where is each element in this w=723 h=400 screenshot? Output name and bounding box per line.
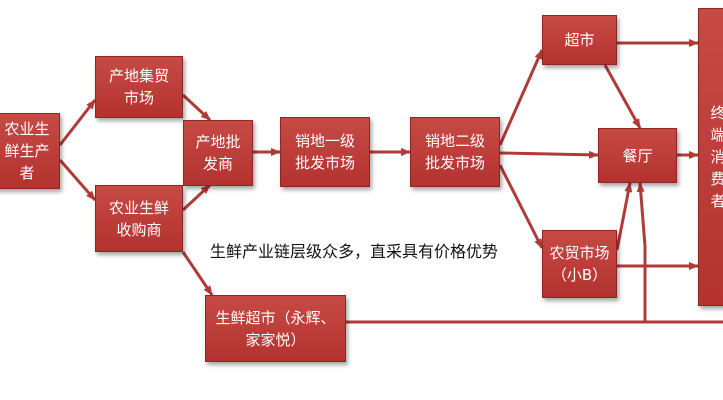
- node-restaurant: 餐厅: [598, 128, 677, 183]
- node-collector: 农业生鲜 收购商: [95, 185, 183, 252]
- arrow-fresh-supermarket-to-restaurant: [636, 182, 647, 322]
- arrow-dest2-to-supermarket: [498, 49, 544, 146]
- node-consumer: 终 端 消 费 者: [698, 8, 723, 306]
- node-dest-wholesale-1: 销地一级 批发市场: [280, 117, 370, 187]
- diagram-caption: 生鲜产业链层级众多，直采具有价格优势: [210, 242, 499, 261]
- arrow-producer-to-collector: [58, 159, 97, 201]
- node-farmers-market: 农贸市场 （小B）: [542, 230, 617, 298]
- node-fresh-supermarket: 生鲜超市（永辉、 家家悦）: [205, 295, 346, 362]
- arrow-dest2-to-farmers-market: [498, 164, 544, 249]
- node-dest-wholesale-2: 销地二级 批发市场: [410, 117, 500, 187]
- node-origin-wholesaler: 产地批 发商: [183, 120, 253, 186]
- arrow-supermarket-to-restaurant: [603, 64, 642, 129]
- node-producer: 农业生 鲜生产 者: [0, 113, 60, 189]
- arrow-collector-to-wholesaler: [181, 183, 212, 212]
- arrow-collector-to-fresh-supermarket: [181, 251, 214, 296]
- node-supermarket: 超市: [542, 15, 617, 65]
- node-origin-market: 产地集贸 市场: [95, 56, 183, 118]
- arrow-origin-market-to-wholesaler: [181, 93, 212, 122]
- arrow-farmers-market-to-restaurant: [615, 182, 633, 251]
- arrow-producer-to-origin-market: [58, 99, 97, 146]
- arrow-dest2-to-restaurant: [499, 150, 599, 159]
